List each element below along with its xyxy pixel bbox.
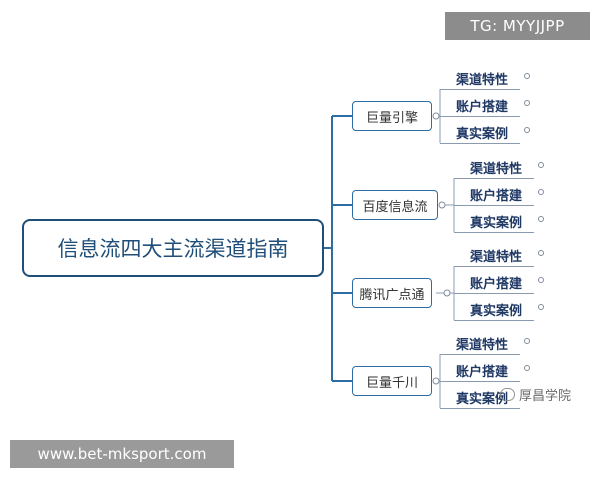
branch-2-collapse-dot: [443, 289, 451, 297]
leaf-underline: [440, 408, 520, 409]
expand-icon[interactable]: [524, 127, 530, 133]
expand-icon[interactable]: [538, 277, 544, 283]
watermark-tag: TG: MYYJJPP: [445, 12, 590, 40]
leaf-underline: [440, 354, 520, 355]
branch-node-baidu-feed[interactable]: 百度信息流: [352, 190, 438, 220]
leaf-node[interactable]: 账户搭建: [456, 100, 509, 115]
leaf-underline: [440, 116, 520, 117]
leaf-underline: [440, 381, 520, 382]
watermark-logo: 厚昌学院: [500, 385, 571, 404]
branch-label: 百度信息流: [362, 199, 428, 215]
leaf-node[interactable]: 真实案例: [470, 216, 523, 231]
leaf-node[interactable]: 渠道特性: [470, 162, 523, 177]
expand-icon[interactable]: [524, 338, 530, 344]
leaf-node[interactable]: 真实案例: [456, 392, 509, 407]
root-node[interactable]: 信息流四大主流渠道指南: [22, 219, 324, 277]
leaf-node[interactable]: 渠道特性: [470, 250, 523, 265]
expand-icon[interactable]: [524, 365, 530, 371]
leaf-node[interactable]: 真实案例: [456, 127, 509, 142]
expand-icon[interactable]: [538, 216, 544, 222]
leaf-underline: [454, 320, 534, 321]
leaf-underline: [454, 205, 534, 206]
expand-icon[interactable]: [524, 73, 530, 79]
expand-icon[interactable]: [538, 162, 544, 168]
leaf-node[interactable]: 真实案例: [470, 304, 523, 319]
root-label: 信息流四大主流渠道指南: [57, 237, 289, 261]
leaf-node[interactable]: 渠道特性: [456, 73, 509, 88]
watermark-logo-text: 厚昌学院: [519, 389, 572, 404]
expand-icon[interactable]: [524, 100, 530, 106]
branch-node-juliang-qianchuan[interactable]: 巨量千川: [352, 366, 432, 396]
expand-icon[interactable]: [538, 189, 544, 195]
expand-icon[interactable]: [538, 250, 544, 256]
branch-label: 巨量千川: [365, 375, 418, 391]
leaf-node[interactable]: 账户搭建: [456, 365, 509, 380]
branch-label: 巨量引擎: [365, 110, 418, 126]
branch-0-collapse-dot: [432, 112, 440, 120]
wechat-icon: [500, 388, 515, 401]
leaf-underline: [454, 178, 534, 179]
leaf-node[interactable]: 账户搭建: [470, 189, 523, 204]
leaf-underline: [454, 293, 534, 294]
branch-label: 腾讯广点通: [359, 287, 425, 303]
leaf-node[interactable]: 账户搭建: [470, 277, 523, 292]
branch-3-collapse-dot: [432, 377, 440, 385]
leaf-underline: [440, 143, 520, 144]
branch-node-tencent-gdt[interactable]: 腾讯广点通: [352, 278, 432, 308]
watermark-website: www.bet-mksport.com: [10, 440, 234, 468]
expand-icon[interactable]: [538, 304, 544, 310]
leaf-node[interactable]: 渠道特性: [456, 338, 509, 353]
leaf-underline: [454, 266, 534, 267]
leaf-underline: [454, 232, 534, 233]
branch-1-collapse-dot: [438, 201, 446, 209]
leaf-underline: [440, 89, 520, 90]
branch-node-juliang-yinqing[interactable]: 巨量引擎: [352, 101, 432, 131]
